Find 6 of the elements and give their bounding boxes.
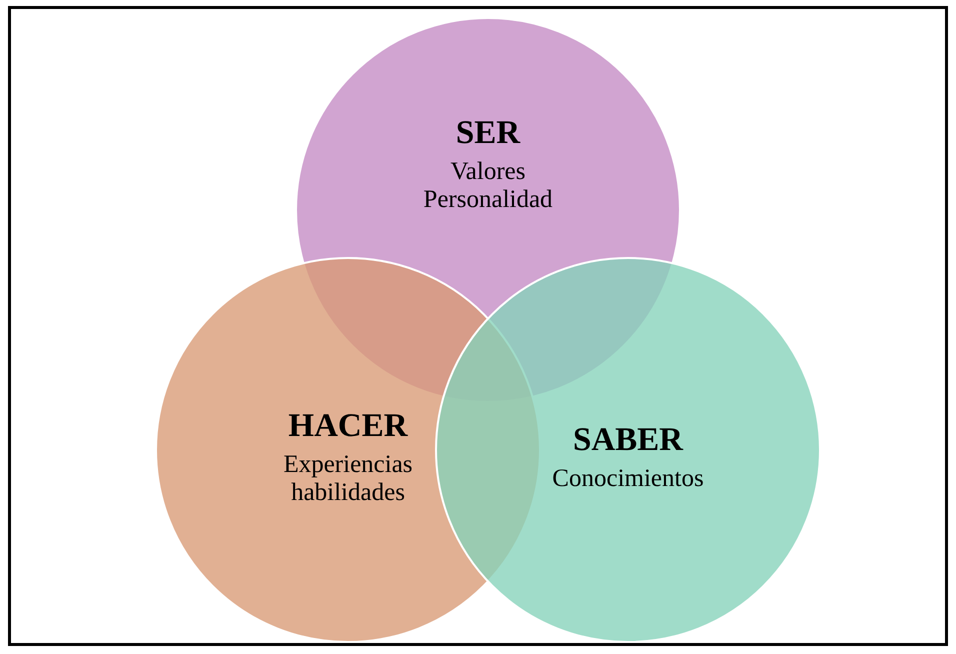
circle-title: HACER bbox=[288, 408, 408, 445]
circle-title: SER bbox=[456, 115, 520, 152]
circle-description: Experiencias habilidades bbox=[282, 451, 414, 507]
circle-title: SABER bbox=[572, 422, 684, 459]
circle-description: Valores Personalidad bbox=[422, 158, 554, 214]
circle-description: Conocimientos bbox=[551, 465, 705, 493]
